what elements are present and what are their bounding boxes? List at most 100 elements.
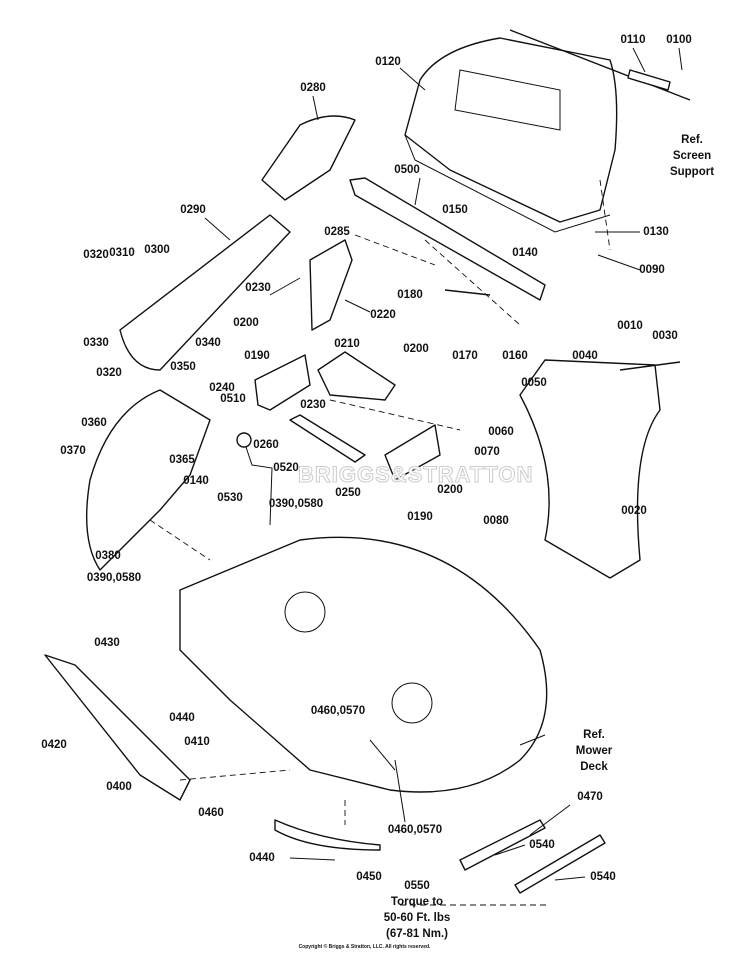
part-label: 0510 bbox=[220, 393, 246, 405]
part-label: 0260 bbox=[253, 439, 279, 451]
note-line: 50-60 Ft. lbs bbox=[383, 912, 451, 924]
part-label: 0460,0570 bbox=[387, 824, 443, 836]
part-label: 0400 bbox=[106, 781, 132, 793]
part-label: 0430 bbox=[94, 637, 120, 649]
part-label: 0100 bbox=[666, 34, 692, 46]
watermark-logo: BRIGGS&STRATTON bbox=[297, 462, 534, 488]
part-label: 0020 bbox=[621, 505, 647, 517]
part-label: 0340 bbox=[195, 337, 221, 349]
part-label: 0060 bbox=[488, 426, 514, 438]
part-label: 0150 bbox=[442, 204, 468, 216]
note-line: Ref. bbox=[681, 134, 703, 146]
bracket-0210 bbox=[317, 351, 396, 401]
part-label: 0160 bbox=[502, 350, 528, 362]
part-label: 0250 bbox=[335, 487, 361, 499]
part-label: 0285 bbox=[324, 226, 350, 238]
part-label: 0450 bbox=[356, 871, 382, 883]
discharge-chute-tube bbox=[119, 214, 291, 371]
part-label: 0330 bbox=[83, 337, 109, 349]
part-label: 0200 bbox=[233, 317, 259, 329]
part-label: 0390,0580 bbox=[268, 498, 324, 510]
part-label: 0220 bbox=[370, 309, 396, 321]
bracket-0220 bbox=[309, 239, 353, 331]
note-line: Screen bbox=[672, 150, 712, 162]
hood-rail bbox=[349, 177, 546, 301]
bracket-0450 bbox=[274, 819, 381, 851]
discharge-chute-upper bbox=[261, 115, 356, 201]
part-label: 0200 bbox=[403, 343, 429, 355]
part-label: 0365 bbox=[169, 454, 195, 466]
part-label: 0140 bbox=[512, 247, 538, 259]
note-line: Deck bbox=[580, 761, 608, 773]
part-label: 0120 bbox=[375, 56, 401, 68]
note-line: Ref. bbox=[583, 729, 605, 741]
part-label: 0110 bbox=[620, 34, 646, 46]
part-label: 0010 bbox=[617, 320, 643, 332]
part-label: 0080 bbox=[483, 515, 509, 527]
part-label: 0530 bbox=[217, 492, 243, 504]
part-label: 0440 bbox=[249, 852, 275, 864]
note-line: (67-81 Nm.) bbox=[386, 928, 448, 940]
part-label: 0030 bbox=[652, 330, 678, 342]
part-label: 0470 bbox=[577, 791, 603, 803]
part-label: 0500 bbox=[394, 164, 420, 176]
note-mower-deck: Ref. Mower Deck bbox=[576, 727, 612, 775]
part-label: 0140 bbox=[183, 475, 209, 487]
grass-bag bbox=[519, 359, 681, 579]
rod-0180 bbox=[444, 289, 491, 296]
part-label: 0190 bbox=[407, 511, 433, 523]
part-label: 0460,0570 bbox=[310, 705, 366, 717]
part-label: 0040 bbox=[572, 350, 598, 362]
note-screen-support: Ref. Screen Support bbox=[670, 132, 714, 180]
part-label: 0300 bbox=[144, 244, 170, 256]
part-label: 0420 bbox=[41, 739, 67, 751]
mower-deck bbox=[179, 536, 548, 793]
part-label: 0440 bbox=[169, 712, 195, 724]
part-label: 0200 bbox=[437, 484, 463, 496]
blade-right bbox=[514, 834, 606, 894]
reference-lines bbox=[149, 179, 611, 906]
part-label: 0210 bbox=[334, 338, 360, 350]
plate-0190-left bbox=[254, 354, 311, 411]
part-label: 0050 bbox=[521, 377, 547, 389]
part-label: 0370 bbox=[60, 445, 86, 457]
plate-0190-right bbox=[384, 424, 441, 481]
part-label: 0520 bbox=[273, 462, 299, 474]
leader-lines bbox=[204, 47, 683, 881]
part-label: 0350 bbox=[170, 361, 196, 373]
note-torque: 0550 Torque to 50-60 Ft. lbs (67-81 Nm.) bbox=[384, 878, 450, 942]
bar-0250 bbox=[289, 414, 366, 463]
part-label: 0230 bbox=[245, 282, 271, 294]
lever-0530 bbox=[236, 432, 273, 526]
part-label: 0170 bbox=[452, 350, 478, 362]
part-label: 0190 bbox=[244, 350, 270, 362]
copyright: Copyright © Briggs & Stratton, LLC. All … bbox=[298, 944, 431, 950]
part-label: 0390,0580 bbox=[86, 572, 142, 584]
part-label: 0320 bbox=[96, 367, 122, 379]
part-label: 0180 bbox=[397, 289, 423, 301]
part-label: 0280 bbox=[300, 82, 326, 94]
note-line: Mower bbox=[575, 745, 613, 757]
part-label: 0540 bbox=[529, 839, 555, 851]
part-label: 0090 bbox=[639, 264, 665, 276]
side-chute-0360 bbox=[86, 389, 211, 571]
part-label: 0320 bbox=[83, 249, 109, 261]
part-label: 0230 bbox=[300, 399, 326, 411]
bagger-lid bbox=[404, 37, 618, 233]
note-line: Support bbox=[669, 166, 715, 178]
blade-left bbox=[459, 819, 546, 871]
part-label: 0380 bbox=[95, 550, 121, 562]
part-label: 0070 bbox=[474, 446, 500, 458]
screen-support-rod bbox=[509, 29, 691, 101]
part-label: 0290 bbox=[180, 204, 206, 216]
note-line: Torque to bbox=[390, 896, 444, 908]
part-label: 0460 bbox=[198, 807, 224, 819]
note-line: 0550 bbox=[404, 880, 430, 892]
part-label: 0130 bbox=[643, 226, 669, 238]
part-label: 0310 bbox=[109, 247, 135, 259]
deflector-0400 bbox=[44, 654, 191, 801]
part-label: 0540 bbox=[590, 871, 616, 883]
part-label: 0410 bbox=[184, 736, 210, 748]
